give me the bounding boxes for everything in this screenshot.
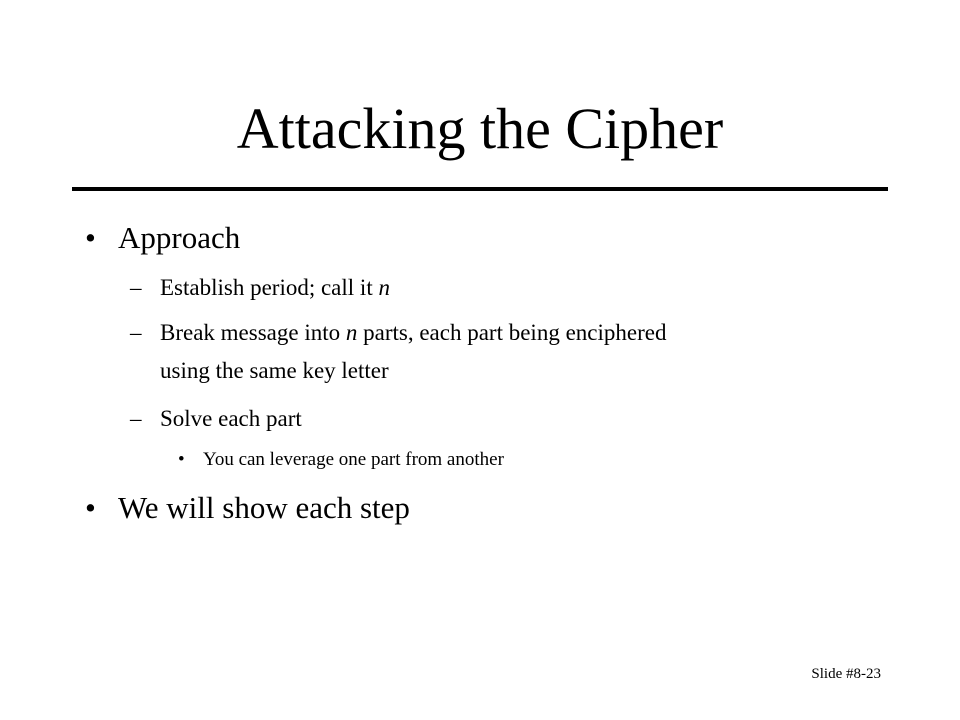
- title-underline: [72, 187, 888, 191]
- bullet-marker: •: [85, 220, 96, 255]
- bullet-marker: •: [178, 449, 185, 470]
- subitem-text: Solve each part: [160, 406, 302, 431]
- bullet-text: We will show each step: [118, 490, 410, 525]
- bullet-marker: •: [85, 490, 96, 525]
- slide-number: Slide #8-23: [811, 666, 881, 682]
- bullet-text: Approach: [118, 220, 241, 255]
- subitem-text: using the same key letter: [160, 358, 389, 383]
- emphasis-n: n: [378, 275, 390, 300]
- emphasis-n: n: [345, 320, 358, 345]
- subitem-text: Establish period; call it n: [160, 275, 390, 300]
- dash-marker: –: [130, 275, 142, 300]
- dash-marker: –: [130, 406, 142, 431]
- subitem-text: Break message into n parts, each part be…: [160, 320, 667, 345]
- slide-title: Attacking the Cipher: [236, 96, 724, 161]
- dash-marker: –: [130, 320, 142, 345]
- subsubitem-text: You can leverage one part from another: [203, 449, 504, 470]
